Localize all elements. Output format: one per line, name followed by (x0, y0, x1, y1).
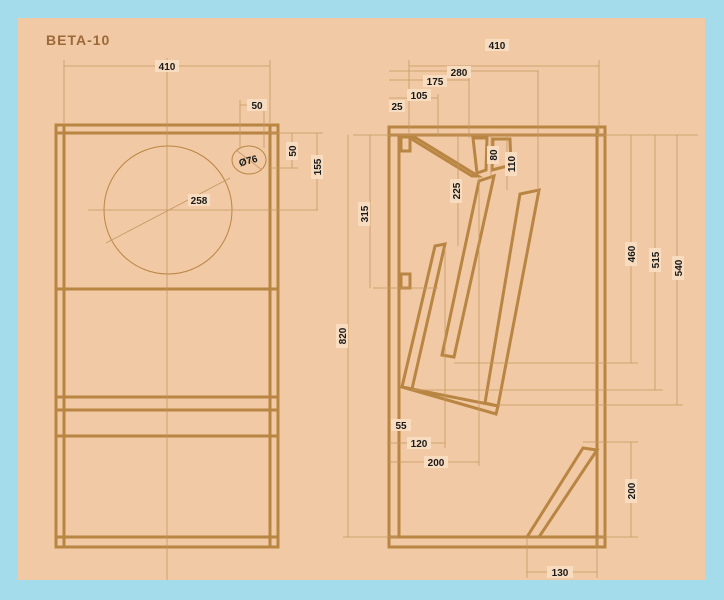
drawing-title: BETA-10 (46, 32, 110, 48)
woofer-diameter-label: 258 (191, 196, 208, 207)
front-view: 410 50 50 155 Ø76 258 (54, 58, 324, 580)
d200-vertical-label: 200 (627, 482, 638, 499)
d225-label: 225 (452, 182, 463, 199)
woofer-diameter-line (105, 177, 231, 244)
tweeter-top-label: 155 (313, 158, 324, 175)
d130-label: 130 (552, 568, 569, 579)
front-width-label: 410 (159, 62, 176, 73)
tweeter-diameter-label: Ø76 (238, 154, 260, 170)
duct-inner-right (483, 188, 541, 408)
d80-label: 80 (489, 149, 500, 161)
d460-label: 460 (627, 245, 638, 262)
d25-label: 25 (391, 102, 403, 113)
front-block-top (399, 135, 412, 153)
upper-diagonal-baffle (404, 136, 484, 178)
side-outer-panel (387, 125, 607, 549)
d105-label: 105 (411, 91, 428, 102)
d200-horizontal-label: 200 (428, 458, 445, 469)
blueprint-drawing: BETA-10 410 50 (46, 32, 698, 580)
front-block-bottom (399, 272, 412, 290)
duct-bottom-panel (401, 385, 500, 416)
d55-label: 55 (395, 421, 407, 432)
d280-label: 280 (451, 68, 468, 79)
tweeter-height-label: 50 (288, 145, 299, 157)
drawing-sheet: BETA-10 410 50 (18, 18, 705, 580)
d515-label: 515 (651, 251, 662, 268)
d120-label: 120 (411, 439, 428, 450)
duct-top-panel (471, 136, 489, 176)
d110-label: 110 (507, 155, 518, 172)
duct-middle-panel (440, 173, 497, 359)
duct-left-panel (400, 242, 447, 391)
side-width-label: 410 (489, 41, 506, 52)
height-label: 820 (338, 327, 349, 344)
d315-label: 315 (360, 205, 371, 222)
d540-label: 540 (674, 259, 685, 276)
tweeter-diameter-line (235, 149, 263, 171)
side-view: 410 280 175 105 25 80 110 225 315 820 46… (336, 39, 698, 579)
rear-port-diagonal (524, 446, 600, 539)
tweeter-width-label: 50 (251, 101, 263, 112)
tweeter-cutout (231, 145, 267, 175)
d175-label: 175 (427, 77, 444, 88)
